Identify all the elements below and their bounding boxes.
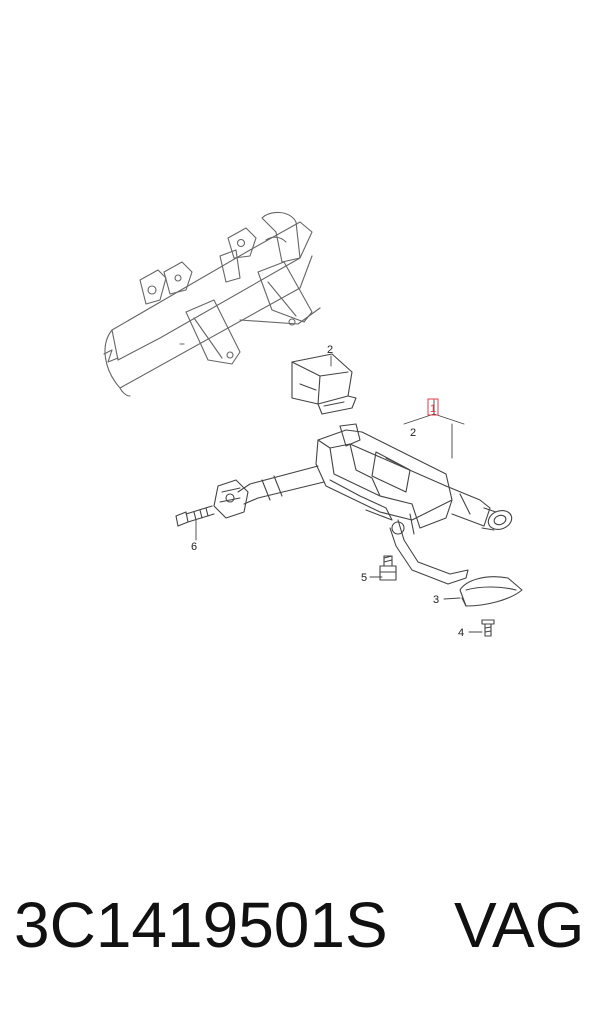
callout-4: 4 [458,627,464,639]
footer-caption: 3C1419501S VAG [14,888,594,978]
bolt-part-6 [175,505,215,527]
callout-6: 6 [191,541,197,553]
callout-1-highlight [427,398,439,416]
part-number: 3C1419501S [14,889,388,961]
bolt-part-5 [379,555,397,581]
callout-2-sub: 2 [410,427,416,439]
callout-5: 5 [361,572,367,584]
callout-1: 1 [430,403,436,415]
steering-column-part-1 [213,423,513,585]
control-unit-part-2 [291,353,357,415]
cross-member [103,211,321,397]
cover-part-3 [459,576,523,607]
screw-part-4 [481,619,495,637]
leader-lines [195,355,483,633]
brand-label: VAG [454,889,585,961]
callout-2-top: 2 [327,344,333,356]
callout-3: 3 [433,594,439,606]
